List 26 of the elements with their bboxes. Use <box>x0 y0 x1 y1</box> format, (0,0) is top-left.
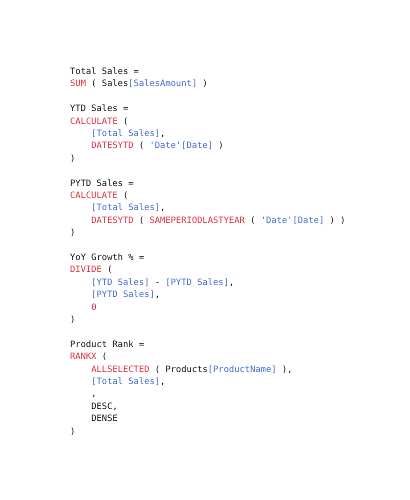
code-line: YoY Growth % = <box>70 252 144 264</box>
code-line: [Total Sales], <box>91 376 166 388</box>
code-line: [PYTD Sales], <box>91 289 160 302</box>
code-line: Product Rank = <box>70 338 144 352</box>
code-line: DIVIDE ( <box>70 264 112 277</box>
code-line: DESC, <box>91 400 118 414</box>
code-line: [Total Sales], <box>91 128 166 140</box>
code-line: 0 <box>91 302 96 314</box>
code-line: DATESYTD ( 'Date'[Date] ) <box>91 140 224 153</box>
code-line: CALCULATE ( <box>70 190 128 202</box>
code-line: [Total Sales], <box>91 202 166 215</box>
code-line: ) <box>70 227 76 240</box>
code-line: ) <box>70 426 76 438</box>
code-line: RANKX ( <box>70 351 108 364</box>
code-line: SUM ( Sales[SalesAmount] ) <box>70 78 208 91</box>
code-line: , <box>91 388 96 401</box>
code-line: DENSE <box>91 413 118 426</box>
code-line: DATESYTD ( SAMEPERIODLASTYEAR ( 'Date'[Date] ) ) <box>91 214 346 228</box>
code-line: PYTD Sales = <box>70 178 134 190</box>
code-line: ALLSELECTED ( Products[ProductName] ), <box>91 364 292 376</box>
code-line: ) <box>70 152 76 166</box>
code-line: CALCULATE ( <box>70 116 128 128</box>
code-line: [YTD Sales] - [PYTD Sales], <box>91 276 234 290</box>
code-line: Total Sales = <box>70 66 139 78</box>
code-line: YTD Sales = <box>70 103 128 116</box>
code-line: ) <box>70 314 76 326</box>
